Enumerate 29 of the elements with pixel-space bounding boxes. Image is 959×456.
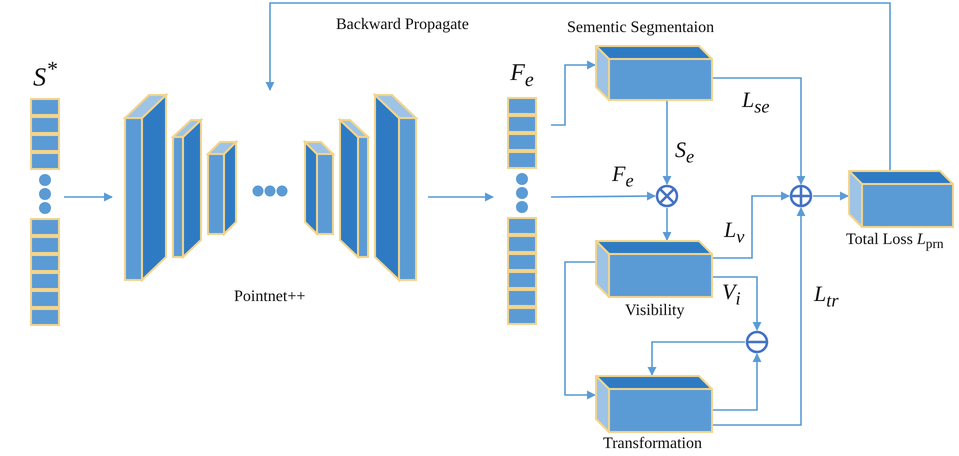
arrow	[266, 2, 891, 170]
block-label: Visibility	[625, 302, 684, 320]
block-label: Sementic Segmentaion	[567, 19, 714, 37]
block-label: Total Loss L$_{prn}$	[846, 231, 944, 252]
arrow	[713, 192, 790, 259]
network-label: Pointnet++	[234, 288, 306, 306]
arrow	[662, 208, 672, 241]
arrow	[713, 77, 806, 185]
arrow	[551, 60, 596, 126]
arrow	[428, 192, 494, 202]
block-label: Transformation	[603, 435, 702, 453]
arrow	[662, 101, 672, 185]
arrow	[648, 341, 745, 376]
edge-label: L$_{se}$	[742, 88, 770, 117]
edge-label: F$_{e}$	[612, 162, 634, 191]
arrow	[713, 353, 762, 411]
arrow	[713, 207, 806, 426]
edge-label: Backward Propagate	[336, 16, 469, 34]
arrow	[713, 276, 762, 331]
edge-label: L$_{tr}$	[814, 282, 838, 311]
arrow	[64, 192, 113, 202]
stack-label: S$^{*}$	[33, 58, 57, 92]
arrow	[564, 261, 596, 400]
stack-label: F$_{e}$	[510, 60, 534, 91]
arrow	[551, 192, 656, 201]
edge-label: V$_{i}$	[722, 280, 741, 309]
edge-label: L$_{v}$	[724, 218, 744, 247]
edge-label: S$_{e}$	[675, 138, 694, 167]
arrow	[813, 192, 849, 200]
